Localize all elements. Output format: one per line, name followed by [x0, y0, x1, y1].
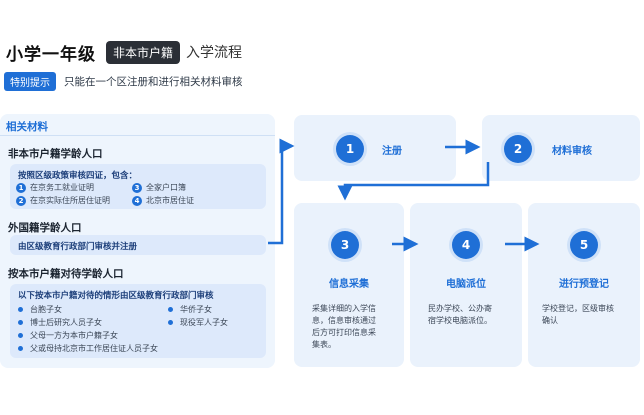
- section-non-local-box: 按照区级政策审核四证，包含： 1 在京务工就业证明 3 全家户口簿 2 在京实际…: [10, 164, 266, 209]
- list-item: 现役军人子女: [168, 317, 228, 328]
- step-label: 电脑派位: [446, 279, 486, 290]
- list-item: 台胞子女: [18, 304, 62, 315]
- section-foreign-title: 外国籍学龄人口: [8, 222, 82, 234]
- desc-line: 学校登记，区级审核: [542, 304, 614, 313]
- step-description: 学校登记，区级审核 确认: [542, 303, 614, 327]
- desc-line: 宿学校电脑派位。: [428, 316, 492, 325]
- desc-line: 后方可打印信息采: [312, 328, 376, 337]
- list-item-label: 博士后研究人员子女: [30, 318, 102, 327]
- number-badge-2: 2: [16, 195, 26, 206]
- page-title-row: 小学一年级 非本市户籍 入学流程: [6, 40, 243, 65]
- list-item-label: 在京实际住所居住证明: [30, 196, 110, 205]
- step-description: 民办学校、公办寄 宿学校电脑派位。: [428, 303, 492, 327]
- bullet-icon: [168, 307, 173, 312]
- notice-text: 只能在一个区注册和进行相关材料审核: [64, 76, 243, 88]
- list-item-label: 北京市居住证: [146, 196, 194, 205]
- number-badge-1: 1: [16, 182, 26, 193]
- list-item: 父或母持北京市工作居住证人员子女: [18, 343, 158, 354]
- bullet-icon: [18, 333, 23, 338]
- list-item-label: 全家户口簿: [146, 183, 186, 192]
- list-item: 父母一方为本市户籍子女: [18, 330, 118, 341]
- section-local-equivalent-box: 以下按本市户籍对待的情形由区级教育行政部门审核 台胞子女 华侨子女 博士后研究人…: [10, 284, 266, 358]
- list-item: 1 在京务工就业证明: [16, 182, 94, 193]
- list-item-label: 华侨子女: [180, 305, 212, 314]
- materials-panel: 相关材料 非本市户籍学龄人口 按照区级政策审核四证，包含： 1 在京务工就业证明…: [0, 114, 275, 368]
- step-number-badge: 1: [336, 135, 364, 163]
- step-number-badge: 3: [331, 231, 359, 259]
- step-description: 采集详细的入学信 息，信息审核通过 后方可打印信息采 集表。: [312, 303, 376, 351]
- step-label: 进行预登记: [559, 279, 609, 290]
- desc-line: 确认: [542, 316, 558, 325]
- list-item: 4 北京市居住证: [132, 195, 194, 206]
- step-card-pre-registration: 5 进行预登记 学校登记，区级审核 确认: [528, 203, 640, 367]
- number-badge-3: 3: [132, 182, 142, 193]
- section-foreign-box-title: 由区级教育行政部门审核并注册: [18, 242, 138, 252]
- step-label: 材料审核: [552, 146, 592, 157]
- divider: [0, 135, 275, 136]
- list-item: 3 全家户口簿: [132, 182, 186, 193]
- list-item: 博士后研究人员子女: [18, 317, 102, 328]
- section-non-local-title: 非本市户籍学龄人口: [8, 148, 103, 160]
- step-number-badge: 2: [504, 135, 532, 163]
- bullet-icon: [18, 320, 23, 325]
- step-card-register: 1 注册: [294, 115, 456, 181]
- list-item-label: 在京务工就业证明: [30, 183, 94, 192]
- materials-heading: 相关材料: [6, 121, 48, 133]
- step-card-info-collection: 3 信息采集 采集详细的入学信 息，信息审核通过 后方可打印信息采 集表。: [294, 203, 404, 367]
- notice-row: 特别提示 只能在一个区注册和进行相关材料审核: [4, 72, 243, 91]
- step-number-badge: 4: [452, 231, 480, 259]
- section-foreign-box: 由区级教育行政部门审核并注册: [10, 235, 266, 255]
- step-number-badge: 5: [570, 231, 598, 259]
- desc-line: 采集详细的入学信: [312, 304, 376, 313]
- list-item-label: 父或母持北京市工作居住证人员子女: [30, 344, 158, 353]
- number-badge-4: 4: [132, 195, 142, 206]
- step-label: 信息采集: [329, 279, 369, 290]
- desc-line: 集表。: [312, 340, 336, 349]
- list-item: 华侨子女: [168, 304, 212, 315]
- section-local-equivalent-title: 按本市户籍对待学龄人口: [8, 268, 124, 280]
- step-label: 注册: [382, 146, 402, 157]
- desc-line: 民办学校、公办寄: [428, 304, 492, 313]
- list-item-label: 台胞子女: [30, 305, 62, 314]
- step-card-lottery: 4 电脑派位 民办学校、公办寄 宿学校电脑派位。: [410, 203, 522, 367]
- title-suffix: 入学流程: [186, 45, 243, 61]
- list-item-label: 父母一方为本市户籍子女: [30, 331, 118, 340]
- step-card-review: 2 材料审核: [482, 115, 640, 181]
- title-badge: 非本市户籍: [106, 40, 181, 64]
- section-local-equivalent-box-title: 以下按本市户籍对待的情形由区级教育行政部门审核: [18, 291, 214, 301]
- list-item: 2 在京实际住所居住证明: [16, 195, 110, 206]
- desc-line: 息，信息审核通过: [312, 316, 376, 325]
- list-item-label: 现役军人子女: [180, 318, 228, 327]
- bullet-icon: [18, 307, 23, 312]
- page-title: 小学一年级: [6, 44, 96, 65]
- section-non-local-box-title: 按照区级政策审核四证，包含：: [18, 171, 138, 181]
- bullet-icon: [18, 346, 23, 351]
- notice-tag: 特别提示: [4, 72, 56, 91]
- bullet-icon: [168, 320, 173, 325]
